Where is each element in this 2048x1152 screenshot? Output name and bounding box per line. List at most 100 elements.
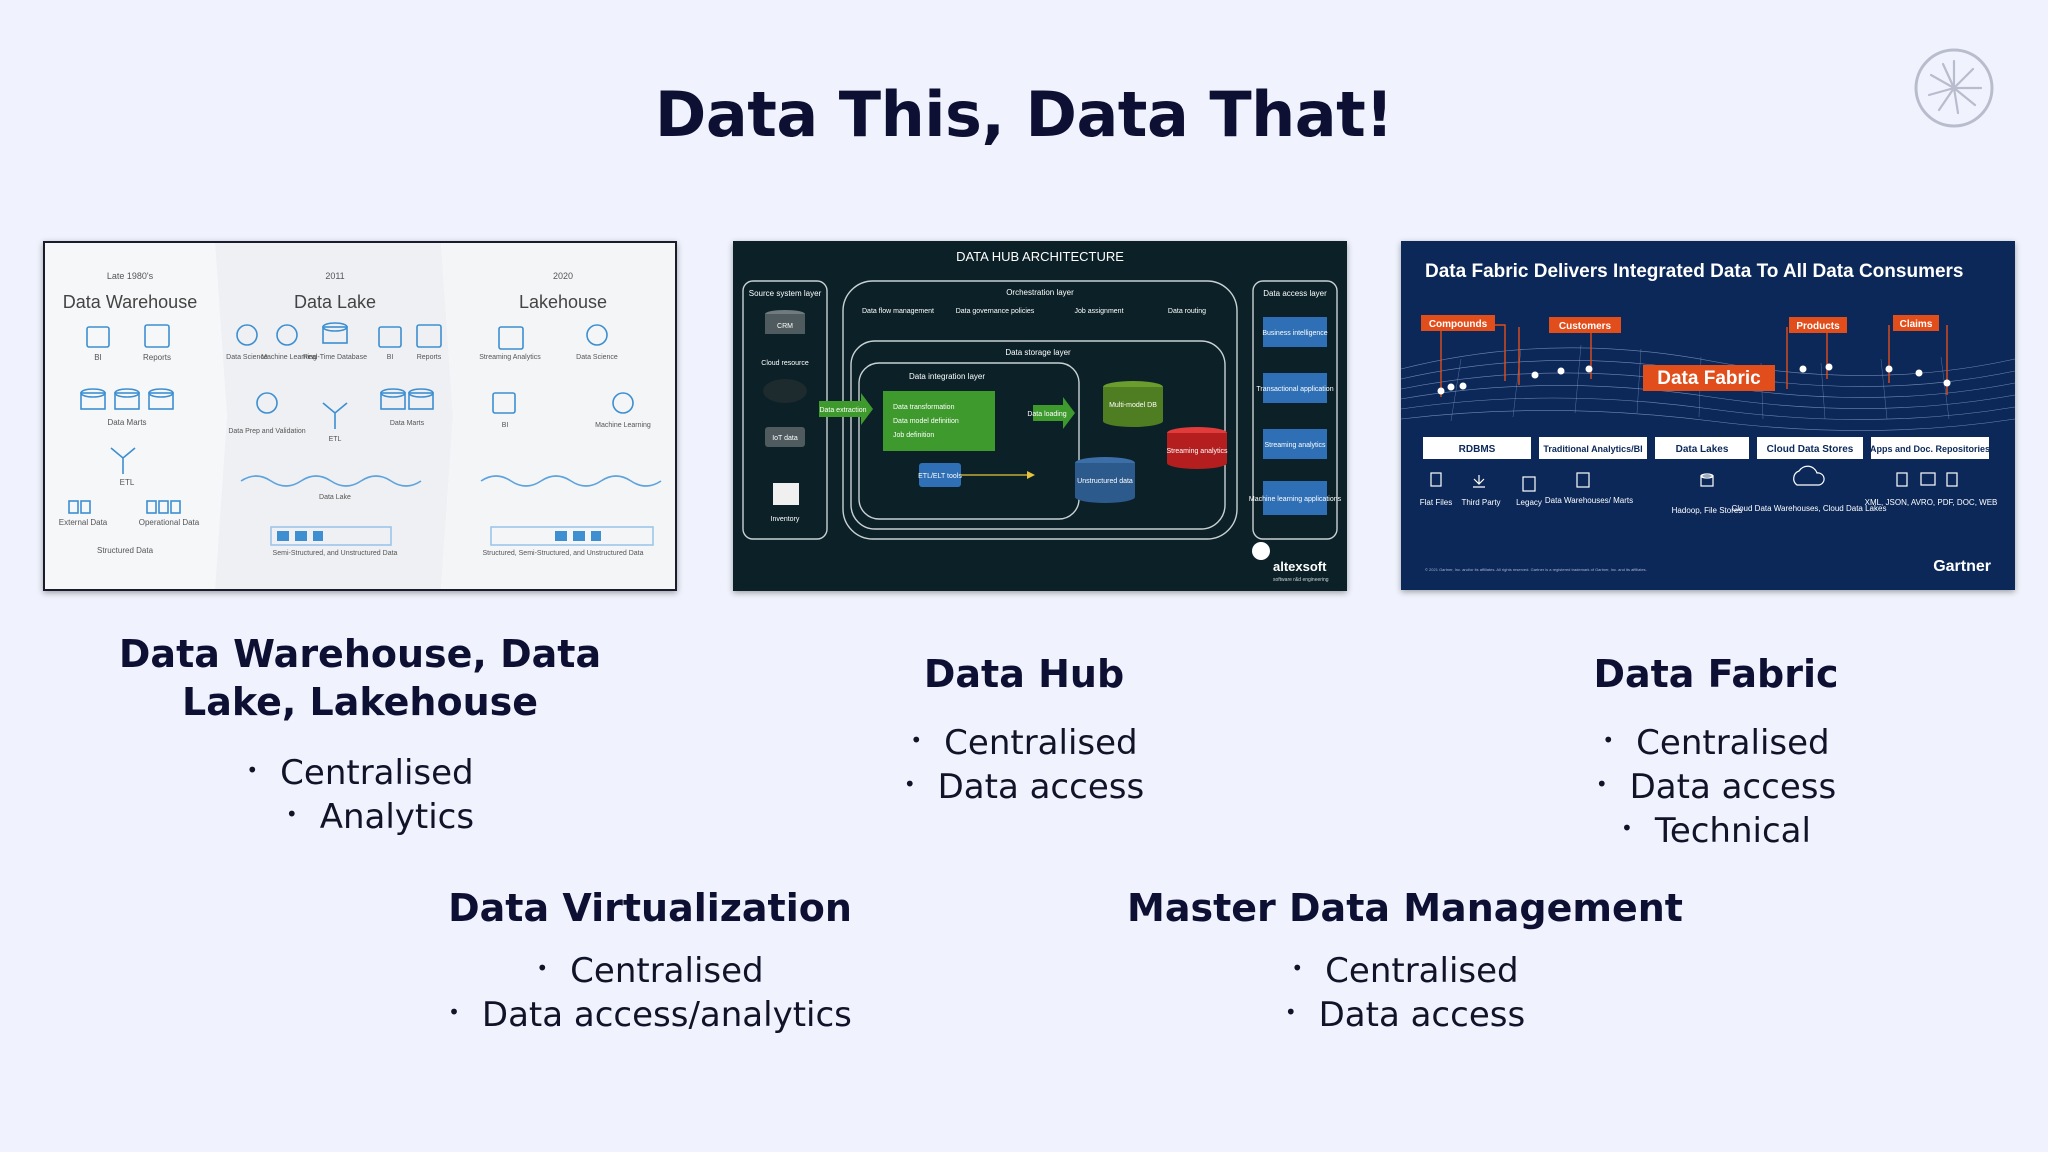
data-hub-architecture-diagram: DATA HUB ARCHITECTURE Source system laye…	[733, 241, 1347, 591]
altexsoft-logo-icon	[1252, 542, 1270, 560]
svg-text:Semi-Structured, and Unstructu: Semi-Structured, and Unstructured Data	[273, 550, 398, 557]
svg-text:Cloud Data Warehouses, Cloud D: Cloud Data Warehouses, Cloud Data Lakes	[1732, 504, 1887, 513]
svg-text:BI: BI	[94, 353, 102, 362]
svg-text:Data governance policies: Data governance policies	[956, 308, 1035, 315]
svg-text:RDBMS: RDBMS	[1459, 444, 1496, 455]
svg-text:Inventory: Inventory	[771, 516, 800, 523]
svg-text:Flat Files: Flat Files	[1420, 498, 1452, 507]
svg-text:Hadoop, File Stores: Hadoop, File Stores	[1672, 506, 1743, 515]
bullet-item: Data access	[1536, 764, 1896, 808]
mdm-section-title: Master Data Management	[1127, 886, 1683, 930]
bullet-item: Data access/analytics	[380, 992, 920, 1036]
svg-text:Data Warehouses/ Marts: Data Warehouses/ Marts	[1545, 496, 1633, 505]
warehouse-bullets: Centralised Analytics	[160, 750, 560, 838]
svg-text:Streaming analytics: Streaming analytics	[1166, 448, 1228, 455]
svg-text:Data Fabric: Data Fabric	[1657, 368, 1761, 389]
svg-text:IoT data: IoT data	[772, 435, 798, 442]
bi-icon	[86, 326, 110, 348]
svg-text:Data storage layer: Data storage layer	[1005, 348, 1071, 357]
warehouse-section-title: Data Warehouse, Data Lake, Lakehouse	[118, 632, 602, 724]
svg-text:Machine Learning: Machine Learning	[261, 354, 317, 361]
svg-text:Data transformation: Data transformation	[893, 404, 955, 411]
svg-text:Data Marts: Data Marts	[390, 420, 425, 427]
era-3-year: 2020	[553, 271, 573, 281]
svg-text:Data access layer: Data access layer	[1263, 289, 1327, 298]
hub-section-title: Data Hub	[923, 652, 1125, 696]
svg-text:Source system layer: Source system layer	[749, 289, 822, 298]
svg-text:altexsoft: altexsoft	[1273, 559, 1327, 574]
bullet-item: Centralised	[1200, 948, 1610, 992]
svg-text:Data model definition: Data model definition	[893, 418, 959, 425]
svg-text:BI: BI	[387, 354, 394, 361]
svg-text:Claims: Claims	[1900, 319, 1933, 330]
svg-text:ETL: ETL	[120, 478, 135, 487]
hub-bullets: Centralised Data access	[844, 720, 1204, 808]
bullet-item: Centralised	[160, 750, 560, 794]
svg-text:Legacy: Legacy	[1516, 498, 1542, 507]
bullet-item: Centralised	[844, 720, 1204, 764]
svg-text:Streaming analytics: Streaming analytics	[1264, 442, 1326, 449]
svg-text:ETL: ETL	[329, 436, 342, 443]
svg-text:XML, JSON, AVRO, PDF, DOC, WEB: XML, JSON, AVRO, PDF, DOC, WEB	[1865, 498, 1998, 507]
svg-text:Cloud Data Stores: Cloud Data Stores	[1767, 444, 1854, 455]
svg-text:Compounds: Compounds	[1429, 319, 1488, 330]
svg-text:Data integration layer: Data integration layer	[909, 372, 985, 381]
mdm-bullets: Centralised Data access	[1200, 948, 1610, 1036]
virtualization-section-title: Data Virtualization	[448, 886, 852, 930]
svg-text:software r&d engineering: software r&d engineering	[1273, 577, 1329, 583]
era-1-year: Late 1980's	[107, 271, 154, 281]
hub-title: DATA HUB ARCHITECTURE	[956, 249, 1124, 264]
svg-text:Cloud resource: Cloud resource	[761, 360, 809, 367]
svg-text:Machine learning applications: Machine learning applications	[1249, 496, 1342, 503]
svg-text:Orchestration layer: Orchestration layer	[1006, 288, 1074, 297]
operational-data-icon	[146, 500, 157, 514]
svg-text:Machine Learning: Machine Learning	[595, 422, 651, 429]
svg-text:Unstructured data: Unstructured data	[1077, 478, 1133, 485]
svg-text:Data routing: Data routing	[1168, 308, 1206, 315]
svg-text:External Data: External Data	[59, 518, 108, 527]
brand-logo	[1914, 48, 1994, 128]
svg-text:Operational Data: Operational Data	[139, 518, 200, 527]
svg-text:Job definition: Job definition	[893, 432, 934, 439]
svg-text:Real-Time Database: Real-Time Database	[303, 354, 367, 361]
svg-text:BI: BI	[502, 422, 509, 429]
bullet-item: Centralised	[1536, 720, 1896, 764]
svg-text:Reports: Reports	[143, 353, 171, 362]
slide-title: Data This, Data That!	[654, 78, 1394, 151]
svg-text:Data extraction: Data extraction	[819, 407, 866, 414]
warehouse-lake-lakehouse-diagram: Late 1980's Data Warehouse 2011 Data Lak…	[43, 241, 677, 591]
svg-text:Job assignment: Job assignment	[1074, 308, 1123, 315]
fabric-title: Data Fabric Delivers Integrated Data To …	[1425, 261, 1964, 282]
era-3-name: Lakehouse	[519, 292, 607, 312]
svg-text:Customers: Customers	[1559, 321, 1612, 332]
fabric-bullets: Centralised Data access Technical	[1536, 720, 1896, 852]
svg-text:Business intelligence: Business intelligence	[1262, 330, 1327, 337]
era-2-year: 2011	[325, 271, 344, 281]
svg-text:Gartner: Gartner	[1933, 558, 1991, 575]
svg-text:Data Science: Data Science	[576, 354, 618, 361]
svg-text:Third Party: Third Party	[1461, 498, 1500, 507]
virtualization-bullets: Centralised Data access/analytics	[380, 948, 920, 1036]
svg-text:© 2021 Gartner, Inc. and/or it: © 2021 Gartner, Inc. and/or its affiliat…	[1425, 567, 1647, 572]
svg-text:Data Marts: Data Marts	[107, 418, 146, 427]
svg-text:Streaming Analytics: Streaming Analytics	[479, 354, 541, 361]
data-fabric-diagram: Data Fabric Delivers Integrated Data To …	[1401, 241, 2015, 590]
svg-text:Data Science: Data Science	[226, 354, 268, 361]
svg-text:Structured, Semi-Structured, a: Structured, Semi-Structured, and Unstruc…	[482, 550, 643, 557]
svg-text:Data Prep and Validation: Data Prep and Validation	[228, 428, 305, 435]
svg-text:Data Lake: Data Lake	[319, 494, 351, 501]
svg-text:ETL/ELT tools: ETL/ELT tools	[918, 473, 962, 480]
fabric-section-title: Data Fabric	[1593, 652, 1839, 696]
svg-text:Multi-model DB: Multi-model DB	[1109, 402, 1157, 409]
svg-text:Structured Data: Structured Data	[97, 546, 154, 555]
svg-text:Transactional application: Transactional application	[1256, 386, 1333, 393]
bullet-item: Analytics	[160, 794, 560, 838]
svg-text:Reports: Reports	[417, 354, 442, 361]
svg-text:Traditional Analytics/BI: Traditional Analytics/BI	[1543, 444, 1642, 454]
svg-text:Products: Products	[1796, 321, 1840, 332]
reports-icon	[144, 324, 170, 348]
era-1-name: Data Warehouse	[63, 292, 197, 312]
external-data-icon	[68, 500, 79, 514]
svg-text:CRM: CRM	[777, 323, 793, 330]
bullet-item: Technical	[1536, 808, 1896, 852]
